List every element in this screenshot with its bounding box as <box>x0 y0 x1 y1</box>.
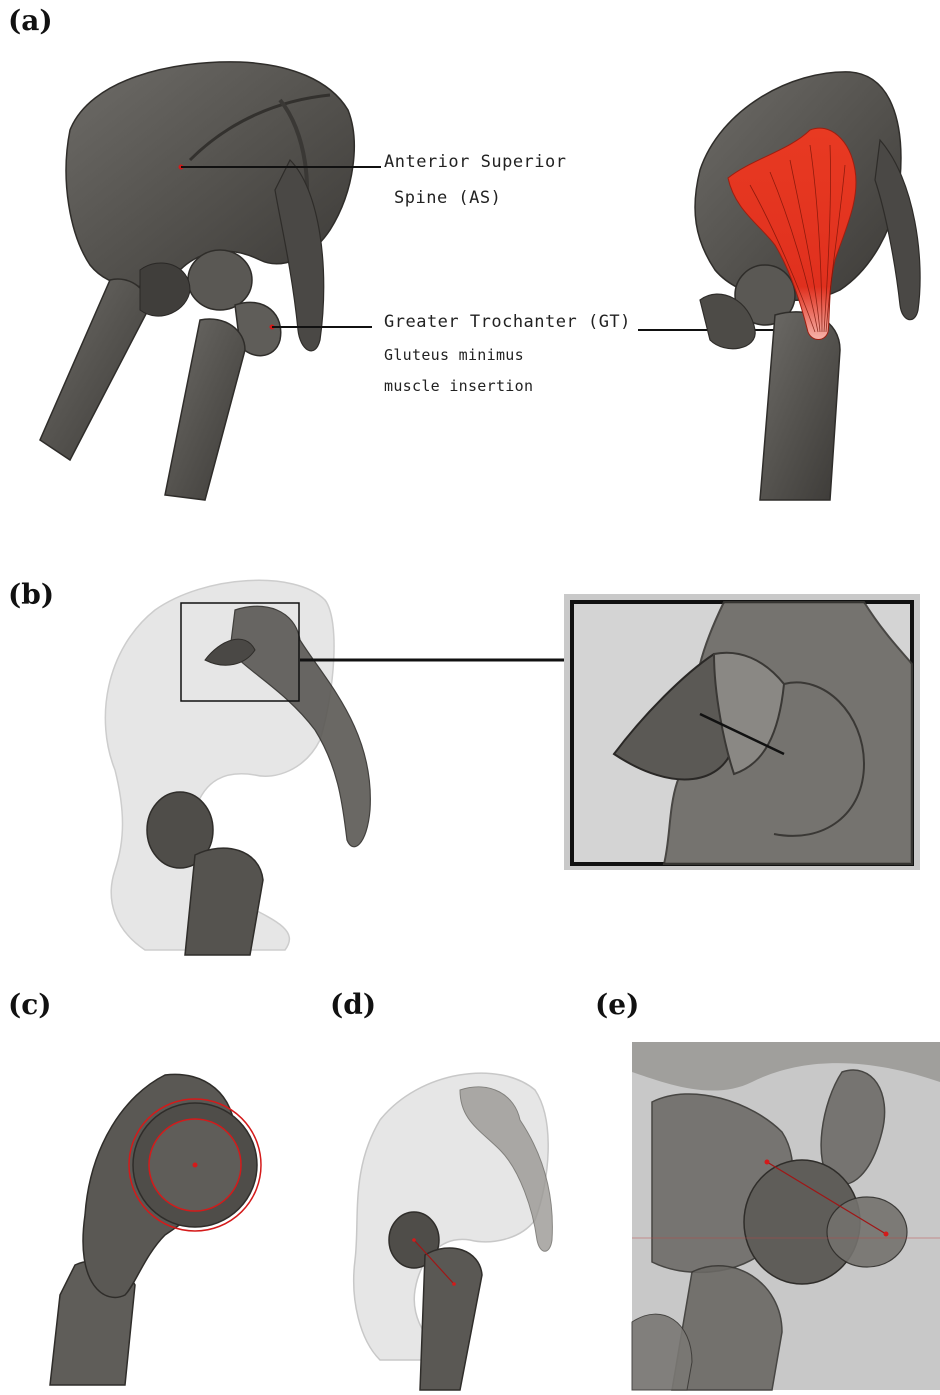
panel-label-d: (d) <box>330 988 376 1021</box>
zoom-inset <box>564 594 920 870</box>
hip-joint-closeup-model <box>632 1042 940 1390</box>
panel-label-b: (b) <box>8 578 54 611</box>
gt-label-line1: Greater Trochanter (GT) <box>384 312 631 332</box>
pelvis-muscle-model-right <box>680 60 940 510</box>
panel-label-a: (a) <box>8 4 53 37</box>
zoom-connector-line <box>300 655 570 665</box>
gt-label-line3: muscle insertion <box>384 377 533 395</box>
femoral-head-fit-model <box>45 1065 265 1395</box>
zoom-region-box <box>180 602 300 702</box>
gt-leader-line <box>272 322 372 332</box>
gt-label-line2: Gluteus minimus <box>384 346 524 364</box>
panel-label-c: (c) <box>8 988 52 1021</box>
pelvis-femur-axis-model <box>340 1050 580 1390</box>
pelvis-femur-model-left <box>30 40 430 520</box>
as-label-line2: Spine (AS) <box>394 188 501 208</box>
panel-label-e: (e) <box>595 988 639 1021</box>
as-label-line1: Anterior Superior <box>384 152 567 172</box>
as-leader-line <box>181 162 381 172</box>
